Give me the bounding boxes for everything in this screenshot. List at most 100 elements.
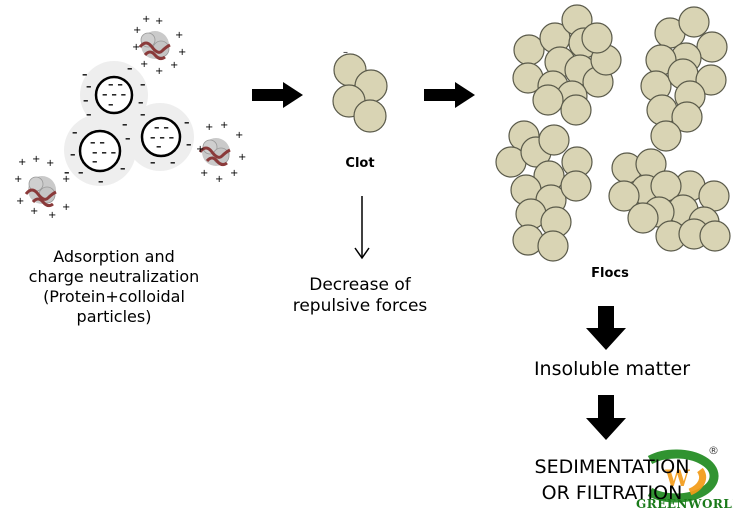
floc-particle [581,22,613,54]
arrow-right-icon [252,82,303,108]
svg-text:–: – [138,96,144,109]
adsorption-line: particles) [76,307,152,326]
positive-charges: +++ +++ +++ +++ +++ +++ +++ +++ ++ [14,14,246,221]
svg-text:–: – [92,155,98,168]
svg-text:–: – [186,138,192,151]
decrease-line: Decrease of [309,275,411,295]
protein-molecule [24,176,57,208]
greenworld-logo: W [647,449,719,503]
floc-particle [532,84,564,116]
decrease-line: repulsive forces [292,296,428,317]
svg-text:– – –: – – – [92,146,116,159]
svg-text:+: + [14,174,22,185]
svg-text:–: – [64,166,70,179]
logo-wordmark: GREENWORLD [636,497,733,511]
adsorption-line: (Protein+colloidal [43,287,185,306]
svg-text:– –: – – [108,78,123,91]
floc-particle [537,230,569,262]
svg-text:–: – [86,108,92,121]
svg-text:–: – [82,68,88,81]
svg-text:+: + [215,174,223,185]
svg-text:–: – [83,94,89,107]
svg-text:–: – [98,175,104,188]
floc-particle [560,94,592,126]
svg-text:–: – [170,156,176,169]
svg-text:–: – [70,148,76,161]
floc-particle [627,202,659,234]
svg-text:–: – [122,118,128,131]
svg-text:+: + [46,158,54,169]
adsorption-stage: – –– – –– – –– – –– – –– – –– ––– ––– ––… [14,14,246,221]
floc-particle [538,124,570,156]
sedimentation-line: OR FILTRATION [541,481,683,504]
svg-text:+: + [175,30,183,41]
svg-text:+: + [18,157,26,168]
svg-text:–: – [86,80,92,93]
floc-particle [608,180,640,212]
svg-text:W: W [664,466,690,492]
insoluble-matter-label: Insoluble matter [533,358,691,380]
svg-text:+: + [140,59,148,70]
arrow-right-icon [424,82,475,108]
clot-mark: – [343,47,348,58]
floc-particle [650,120,682,152]
svg-text:–: – [78,166,84,179]
svg-text:– – –: – – – [102,88,126,101]
svg-text:+: + [16,196,24,207]
svg-text:–: – [108,98,114,111]
svg-text:– – –: – – – [150,131,174,144]
arrow-down-icon [586,395,626,440]
protein-molecule [138,31,171,61]
svg-text:+: + [62,174,70,185]
adsorption-line: Adsorption and [53,247,175,266]
svg-text:–: – [156,140,162,153]
svg-text:+: + [235,130,243,141]
adsorption-label: Adsorption and charge neutralization (Pr… [8,247,220,327]
flocs-label: Flocs [591,266,629,281]
sedimentation-label: SEDIMENTATION OR FILTRATION [512,455,712,506]
svg-text:+: + [230,168,238,179]
svg-text:– –: – – [90,136,105,149]
svg-text:+: + [196,144,204,155]
svg-text:+: + [132,42,140,53]
svg-text:+: + [142,14,150,25]
svg-text:–: – [72,126,78,139]
svg-text:+: + [30,206,38,217]
svg-text:– –: – – [154,121,169,134]
clot-label: Clot [345,156,375,171]
svg-text:+: + [220,120,228,131]
registered-mark: ® [708,444,719,457]
negative-charges: – –– – –– – –– – –– – –– – –– ––– ––– ––… [64,62,192,188]
colloid-particles [78,75,182,173]
svg-text:+: + [155,16,163,27]
svg-text:–: – [140,78,146,91]
svg-text:–: – [150,156,156,169]
floc-particle [671,101,703,133]
floc-particle [560,170,592,202]
protein-molecule [198,138,231,167]
svg-text:+: + [238,152,246,163]
adsorption-line: charge neutralization [28,267,200,286]
arrow-down-icon [354,196,370,260]
colloid-particle [78,129,122,173]
sedimentation-line: SEDIMENTATION [534,456,690,478]
colloid-particle [94,75,134,115]
arrow-down-icon [586,306,626,350]
svg-text:–: – [125,132,131,145]
flocs-clusters [495,4,731,262]
svg-text:+: + [205,122,213,133]
colloid-particle [140,116,182,158]
svg-text:+: + [178,47,186,58]
floc-particle [695,64,727,96]
svg-text:–: – [140,108,146,121]
svg-text:–: – [127,62,133,75]
decrease-label: Decrease of repulsive forces [278,275,442,318]
svg-text:–: – [120,162,126,175]
floc-particle [699,220,731,252]
svg-text:+: + [133,25,141,36]
floc-particle [678,6,710,38]
svg-text:+: + [32,154,40,165]
svg-text:–: – [184,116,190,129]
svg-text:+: + [48,210,56,221]
